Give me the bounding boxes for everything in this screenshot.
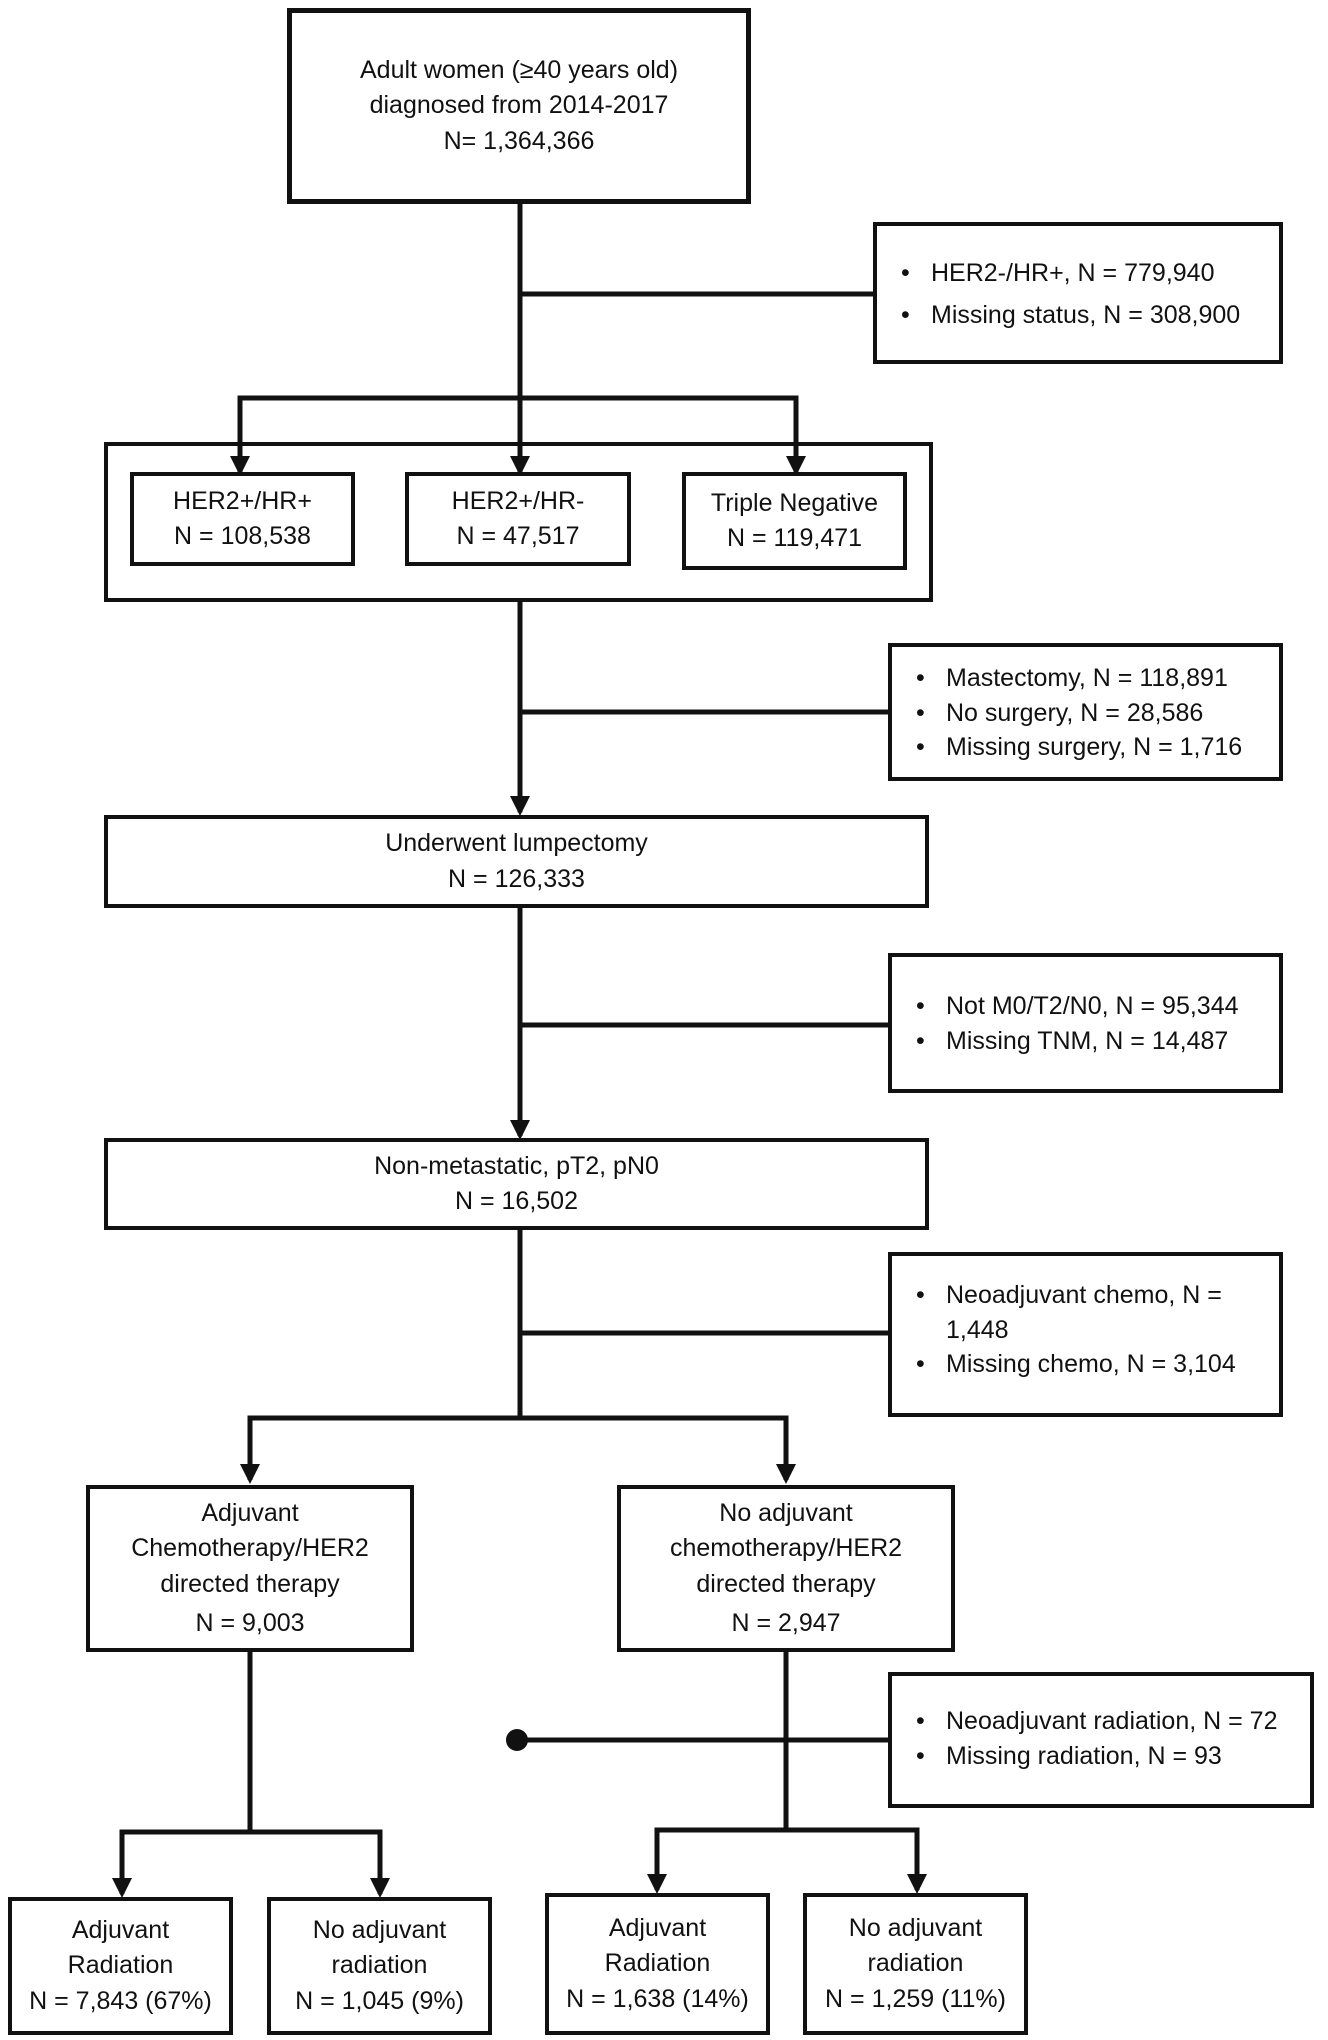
outcome-box-adjuvant-radiation-1: Adjuvant Radiation N = 7,843 (67%) xyxy=(8,1897,233,2035)
outcome-line1: No adjuvant xyxy=(312,1915,447,1944)
subtype-n: N = 47,517 xyxy=(456,522,580,550)
outcome-line2: radiation xyxy=(867,1949,964,1978)
lumpectomy-box: Underwent lumpectomy N = 126,333 xyxy=(104,815,929,908)
lumpectomy-n: N = 126,333 xyxy=(448,864,585,893)
start-box: Adult women (≥40 years old) diagnosed fr… xyxy=(287,8,751,204)
exclusion5-box: Neoadjuvant radiation, N = 72 Missing ra… xyxy=(888,1672,1314,1808)
adjuvant-chemo-line1: Adjuvant xyxy=(201,1498,299,1527)
exclusion2-box: Mastectomy, N = 118,891 No surgery, N = … xyxy=(888,643,1283,781)
outcome-n: N = 1,259 (11%) xyxy=(825,1984,1006,2013)
adjuvant-chemo-line3: directed therapy xyxy=(160,1569,340,1598)
subtype-name: Triple Negative xyxy=(710,488,879,517)
outcome-box-no-adjuvant-radiation-2: No adjuvant radiation N = 1,259 (11%) xyxy=(803,1893,1028,2035)
outcome-line1: Adjuvant xyxy=(71,1915,170,1944)
outcome-line1: No adjuvant xyxy=(848,1913,983,1942)
connector-chemo-split xyxy=(247,1415,796,1484)
connector-outcome-split-left xyxy=(119,1829,390,1898)
adjuvant-chemo-n: N = 9,003 xyxy=(195,1609,305,1637)
exclusion2-item: Mastectomy, N = 118,891 xyxy=(912,661,1267,696)
nonmetastatic-n: N = 16,502 xyxy=(454,1187,578,1215)
exclusion1-box: HER2-/HR+, N = 779,940 Missing status, N… xyxy=(873,222,1283,364)
start-line2: diagnosed from 2014-2017 xyxy=(369,91,669,120)
outcome-box-adjuvant-radiation-2: Adjuvant Radiation N = 1,638 (14%) xyxy=(545,1893,770,2035)
no-adjuvant-chemo-n: N = 2,947 xyxy=(731,1609,841,1637)
exclusion3-item: Missing TNM, N = 14,487 xyxy=(912,1024,1267,1059)
connector-subtype-split xyxy=(237,395,806,476)
exclusion1-item: HER2-/HR+, N = 779,940 xyxy=(897,256,1267,292)
subtype-box-her2pos-hrpos: HER2+/HR+ N = 108,538 xyxy=(130,472,355,566)
nonmetastatic-label: Non-metastatic, pT2, pN0 xyxy=(374,1151,659,1180)
no-adjuvant-chemo-box: No adjuvant chemotherapy/HER2 directed t… xyxy=(617,1485,955,1652)
no-adjuvant-chemo-line1: No adjuvant xyxy=(719,1498,853,1527)
exclusion5-dot xyxy=(506,1729,528,1751)
exclusion2-item: No surgery, N = 28,586 xyxy=(912,696,1267,731)
exclusion5-item: Neoadjuvant radiation, N = 72 xyxy=(912,1704,1298,1739)
outcome-line1: Adjuvant xyxy=(608,1913,707,1942)
outcome-n: N = 7,843 (67%) xyxy=(29,1986,212,2015)
outcome-line2: Radiation xyxy=(604,1949,711,1978)
start-n: N= 1,364,366 xyxy=(443,126,595,155)
exclusion4-item: Missing chemo, N = 3,104 xyxy=(912,1347,1267,1382)
lumpectomy-label: Underwent lumpectomy xyxy=(385,829,648,857)
exclusion2-item: Missing surgery, N = 1,716 xyxy=(912,730,1267,765)
nonmetastatic-box: Non-metastatic, pT2, pN0 N = 16,502 xyxy=(104,1138,929,1230)
adjuvant-chemo-box: Adjuvant Chemotherapy/HER2 directed ther… xyxy=(86,1485,414,1652)
outcome-box-no-adjuvant-radiation-1: No adjuvant radiation N = 1,045 (9%) xyxy=(267,1897,492,2035)
exclusion3-box: Not M0/T2/N0, N = 95,344 Missing TNM, N … xyxy=(888,953,1283,1093)
subtype-box-triple-negative: Triple Negative N = 119,471 xyxy=(682,472,907,570)
no-adjuvant-chemo-line3: directed therapy xyxy=(696,1569,876,1598)
outcome-n: N = 1,638 (14%) xyxy=(566,1984,749,2013)
connector-outcome-split-right xyxy=(654,1827,927,1894)
exclusion4-box: Neoadjuvant chemo, N = 1,448 Missing che… xyxy=(888,1252,1283,1417)
subtype-n: N = 108,538 xyxy=(174,522,311,550)
outcome-line2: Radiation xyxy=(67,1951,174,1980)
exclusion5-item: Missing radiation, N = 93 xyxy=(912,1739,1298,1774)
outcome-n: N = 1,045 (9%) xyxy=(295,1986,464,2015)
exclusion3-item: Not M0/T2/N0, N = 95,344 xyxy=(912,989,1267,1024)
exclusion4-item: Neoadjuvant chemo, N = 1,448 xyxy=(912,1278,1267,1347)
start-line1: Adult women (≥40 years old) xyxy=(359,55,679,84)
subtype-box-her2pos-hrneg: HER2+/HR- N = 47,517 xyxy=(405,472,631,566)
outcome-line2: radiation xyxy=(331,1951,428,1980)
exclusion1-item: Missing status, N = 308,900 xyxy=(897,298,1267,334)
subtype-group-box xyxy=(104,442,933,602)
adjuvant-chemo-line2: Chemotherapy/HER2 xyxy=(131,1534,369,1562)
subtype-n: N = 119,471 xyxy=(726,524,863,552)
subtype-name: HER2+/HR- xyxy=(451,486,585,515)
no-adjuvant-chemo-line2: chemotherapy/HER2 xyxy=(669,1534,903,1562)
subtype-name: HER2+/HR+ xyxy=(173,486,312,515)
